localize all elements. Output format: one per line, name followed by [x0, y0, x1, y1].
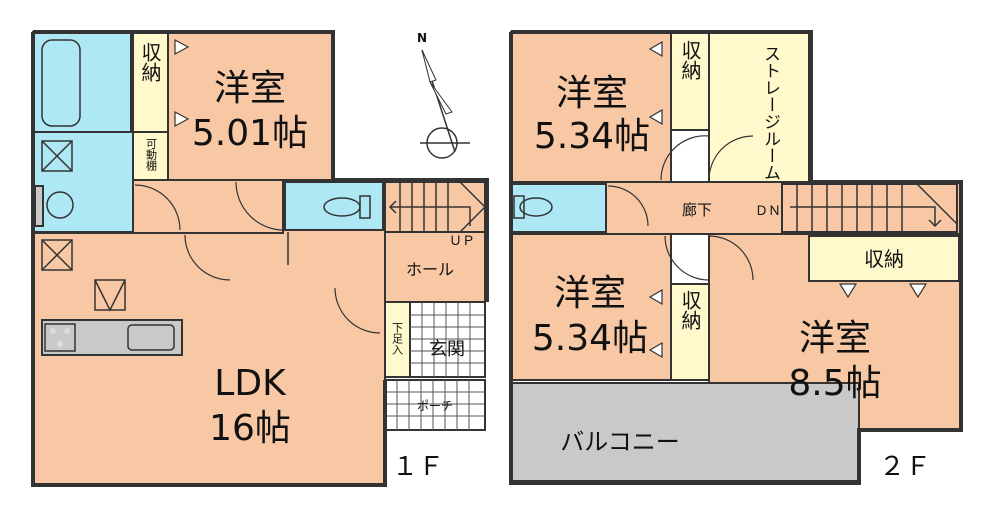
movable-shelf-label: 可動棚 [145, 138, 158, 172]
compass: N [417, 31, 470, 159]
porch-label: ポーチ [417, 399, 453, 413]
genkan-tiles [409, 301, 486, 378]
closet-2f-b [670, 283, 710, 381]
closet-2f-b-label: 収納 [678, 290, 702, 330]
shoe-storage-label: 下足入 [391, 322, 404, 355]
western-room-1f-name: 洋室 [214, 68, 286, 109]
closet-1f-label: 収納 [138, 42, 162, 82]
down-label: ＤＮ [755, 204, 781, 219]
door-arc-2 [184, 234, 231, 281]
bathtub [41, 39, 81, 127]
fridge-box [41, 239, 73, 271]
wash-basin [46, 191, 74, 219]
shoe-storage [384, 301, 411, 378]
door-arc-2f-3 [664, 235, 710, 281]
stair-steps-2f [781, 183, 958, 233]
western-room-2f-b-name: 洋室 [554, 273, 626, 314]
stair-steps-1f [388, 181, 486, 233]
western-room-1f-size: 5.01帖 [192, 113, 308, 154]
western-room-2f-b-size: 5.34帖 [532, 318, 648, 359]
porch-tiles [384, 379, 486, 431]
corridor-2f-label: 廊下 [682, 201, 712, 219]
door-arc-2f-2 [708, 135, 754, 181]
kitchen-counter [41, 319, 183, 356]
door-arc-4 [134, 184, 181, 231]
corridor-1f [132, 179, 284, 234]
toilet-2f [510, 183, 607, 233]
toilet-bowl-2f [519, 197, 553, 217]
vanity-counter [34, 185, 44, 227]
hall-label: ホール [406, 260, 454, 279]
western-room-2f-a-name: 洋室 [556, 73, 628, 114]
door-arc-2f-4 [708, 235, 754, 281]
door-arc-2f-5 [607, 185, 649, 227]
sink [127, 324, 175, 351]
balcony-label: バルコニー [560, 428, 680, 456]
bathroom [32, 31, 132, 133]
washer-box [41, 140, 73, 172]
western-room-2f-a-size: 5.34帖 [534, 116, 650, 157]
western-room-2f-c-size: 8.5帖 [788, 363, 881, 404]
floor-1: 洋室 5.01帖 LDK 16帖 収納 可動棚 ホール ＵＰ 玄関 下足入 ポー… [31, 30, 489, 487]
western-room-2f-c-name: 洋室 [799, 318, 871, 359]
ldk-size: 16帖 [209, 408, 291, 449]
compass-north-label: N [417, 31, 427, 45]
closet-2f-wide-label: 収納 [864, 247, 904, 271]
stove [44, 323, 76, 352]
up-label: ＵＰ [449, 234, 475, 249]
door-arc-2f-1 [660, 135, 710, 181]
storage-room-label: ストレージルーム [760, 45, 780, 181]
storage-room [708, 31, 810, 183]
ldk-name: LDK [214, 363, 287, 404]
floor-1-label: １Ｆ [392, 452, 444, 482]
toilet-1f [284, 181, 384, 231]
closet-2f-a-label: 収納 [678, 40, 702, 80]
floor-2: 洋室 5.34帖 収納 ストレージルーム 廊下 ＤＮ 洋室 5.34帖 収納 収… [509, 30, 963, 485]
door-arc-1 [235, 181, 285, 231]
genkan-label: 玄関 [429, 339, 465, 360]
floor-2-label: ２Ｆ [879, 452, 931, 482]
door-arc-3 [334, 287, 381, 334]
